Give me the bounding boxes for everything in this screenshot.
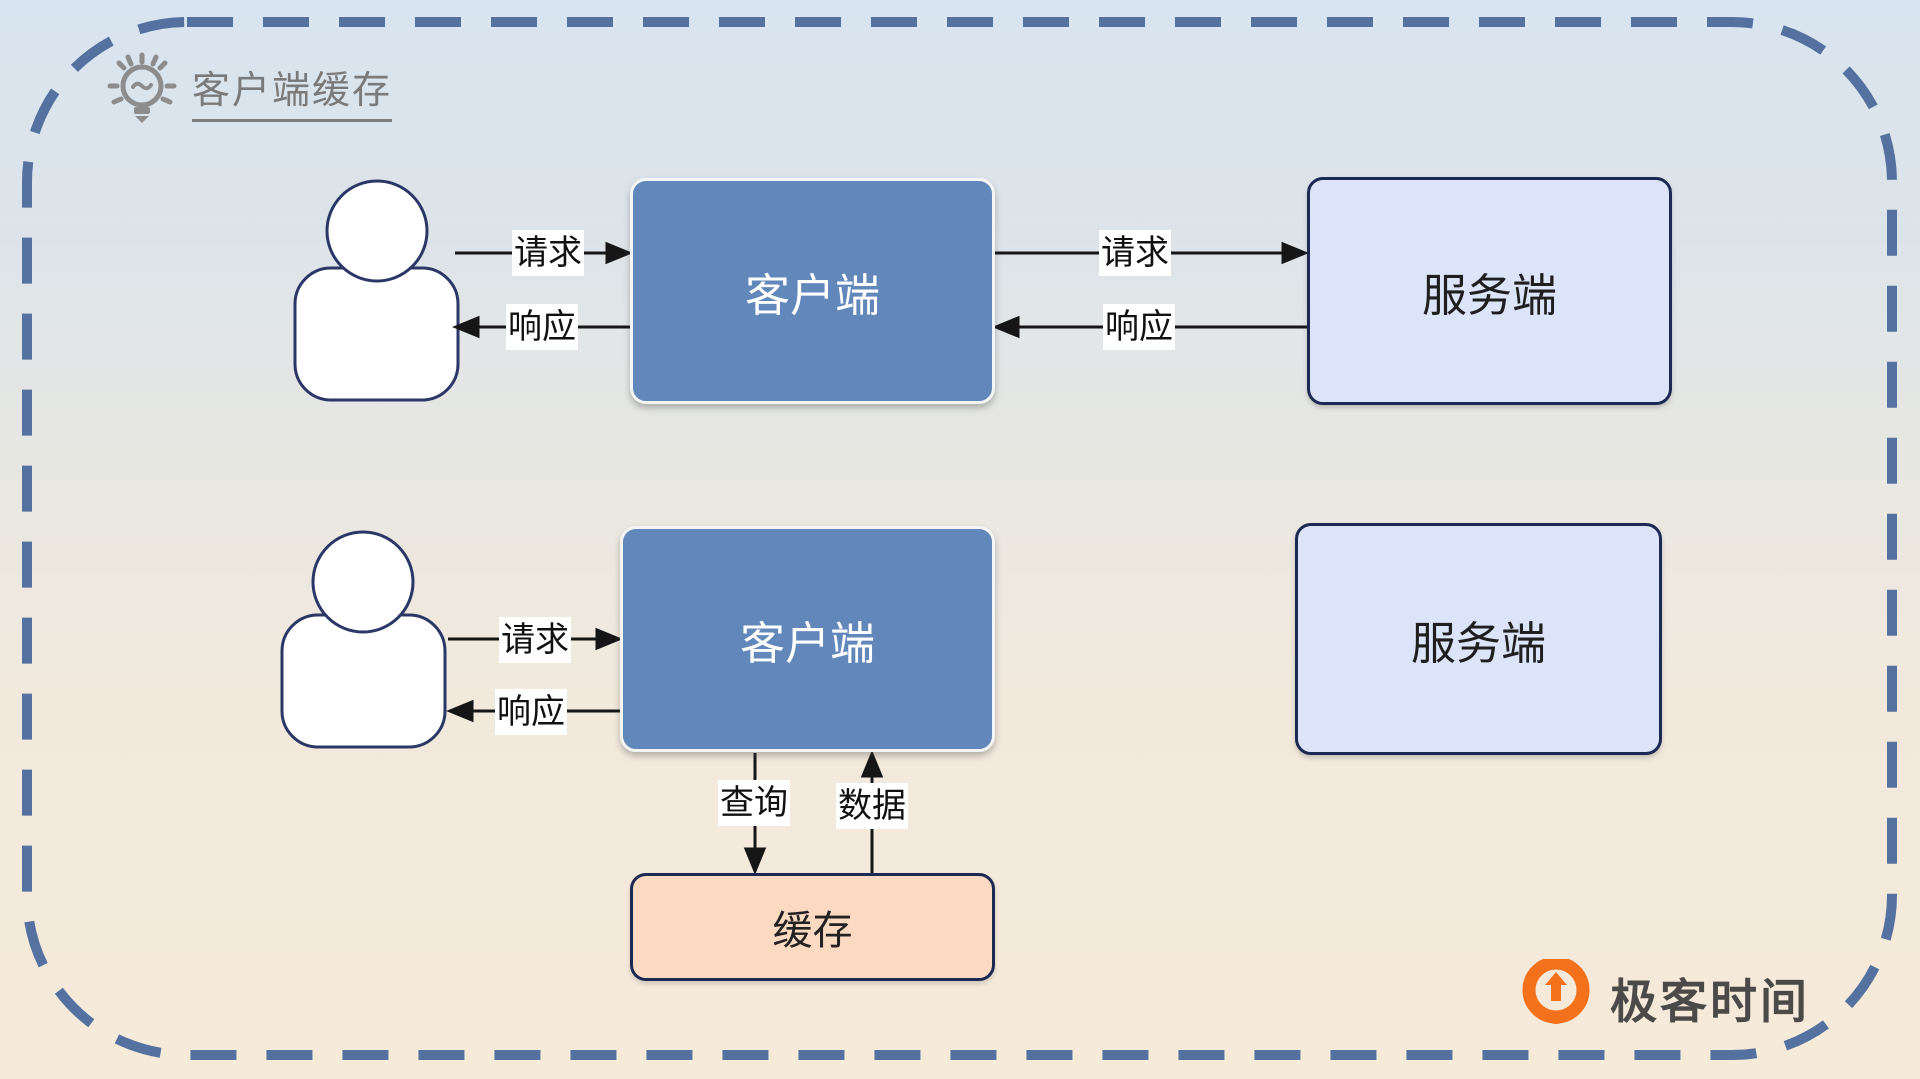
node-cache: 缓存 [630,873,995,981]
arrowhead-client-to-server-top [1281,241,1309,265]
node-server-bottom: 服务端 [1295,523,1662,755]
lightbulb-icon [107,52,177,123]
node-label: 服务端 [1421,269,1557,321]
diagram-title: 客户端缓存 [192,59,393,122]
edge-label-request: 请求 [512,229,584,277]
edge-label-query: 查询 [718,779,790,827]
dashed-frame [22,17,1897,1060]
geektime-logo-text: 极客时间 [1610,974,1810,1028]
edge-label-request: 请求 [499,616,571,664]
arrowhead-server-to-client-top [992,315,1020,339]
edge-label-response: 响应 [495,688,567,736]
node-label: 服务端 [1410,617,1546,669]
edge-label-data: 数据 [836,782,908,830]
node-label: 客户端 [739,617,875,669]
arrowhead-user-to-client-bottom [595,627,623,651]
edge-label-response: 响应 [1103,303,1175,351]
node-label: 缓存 [772,909,853,953]
user-icon [280,530,447,749]
node-server-top: 服务端 [1307,177,1672,405]
diagram-header: 客户端缓存 [106,52,393,128]
arrowhead-client-to-user-bottom [446,699,474,723]
arrowhead-cache-to-client [860,750,884,778]
arrowhead-client-to-cache [743,847,767,875]
node-label: 客户端 [744,269,880,321]
node-client-top: 客户端 [630,178,995,404]
edge-label-response: 响应 [506,303,578,351]
edge-label-request: 请求 [1099,229,1171,277]
geektime-logo-icon [1522,959,1590,1024]
arrowhead-client-to-user-top [452,315,480,339]
geektime-logo: 极客时间 [1514,959,1810,1035]
arrowhead-user-to-client-top [605,241,633,265]
node-client-bottom: 客户端 [620,526,995,752]
user-icon [293,179,460,402]
